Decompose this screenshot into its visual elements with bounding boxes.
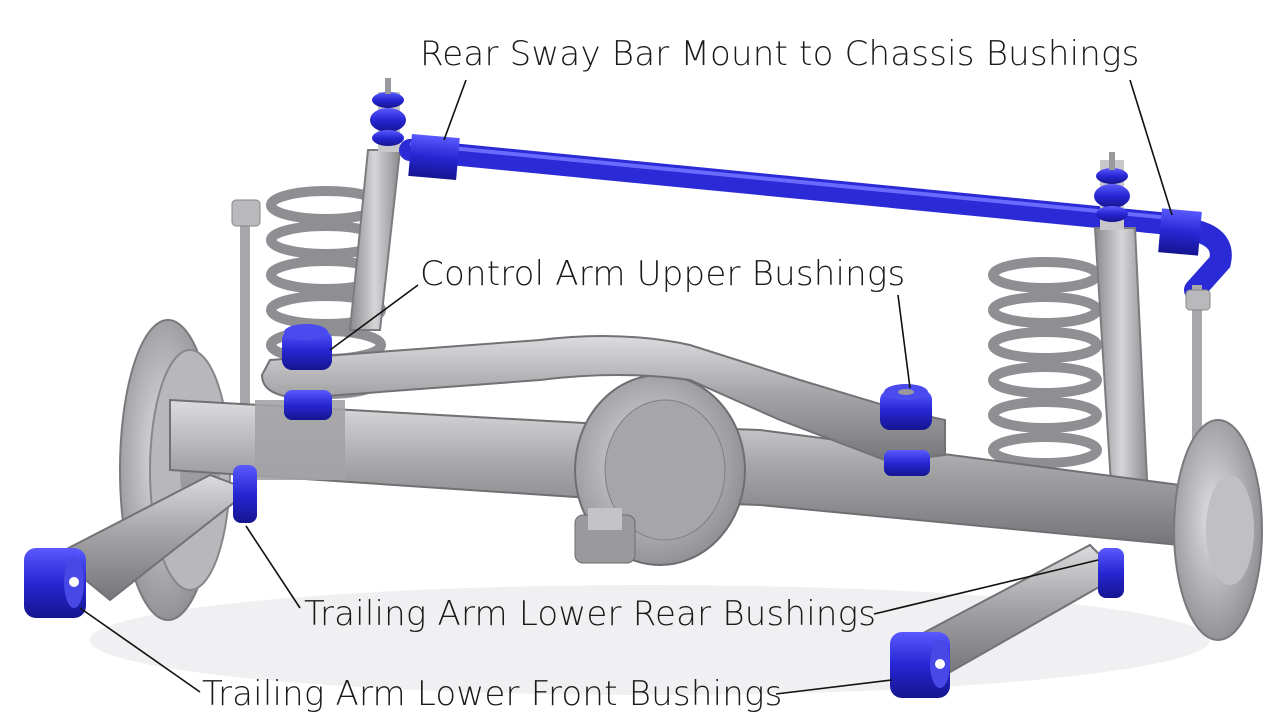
trailing-arm-rear-bushing-right	[1098, 548, 1124, 598]
sway-bar-top-bushing-right	[1094, 152, 1130, 222]
label-control-arm-upper-bushings: Control Arm Upper Bushings	[420, 254, 906, 294]
trailing-arm-front-bushing-right	[890, 632, 950, 698]
leader-lines	[79, 79, 1173, 695]
right-sway-link	[1185, 285, 1211, 445]
right-wheel-hub	[1173, 419, 1263, 641]
trailing-arm-rear-bushing-left	[233, 465, 257, 523]
leader-upper-right	[897, 294, 911, 389]
label-trailing-arm-lower-rear-bushings: Trailing Arm Lower Rear Bushings	[304, 594, 877, 634]
leader-sway-left	[443, 79, 467, 141]
trailing-arm-front-bushing-left	[24, 548, 86, 618]
rear-sway-bar	[399, 133, 1232, 301]
control-arm-bushing-left	[282, 324, 332, 420]
label-trailing-arm-lower-front-bushings: Trailing Arm Lower Front Bushings	[202, 674, 783, 714]
leader-upper-left	[329, 284, 419, 351]
control-arm-bushing-right	[880, 384, 932, 476]
differential	[574, 374, 746, 566]
label-sway-bar-bushings: Rear Sway Bar Mount to Chassis Bushings	[420, 34, 1140, 74]
sway-bar-top-bushing-left	[370, 78, 406, 146]
leader-rear-right	[873, 559, 1099, 615]
leader-front-right	[775, 679, 893, 695]
right-coil-spring	[988, 257, 1102, 468]
leader-sway-right	[1129, 79, 1173, 216]
leader-rear-left	[245, 525, 301, 609]
left-sway-link	[231, 199, 261, 405]
leader-front-left	[79, 607, 201, 693]
